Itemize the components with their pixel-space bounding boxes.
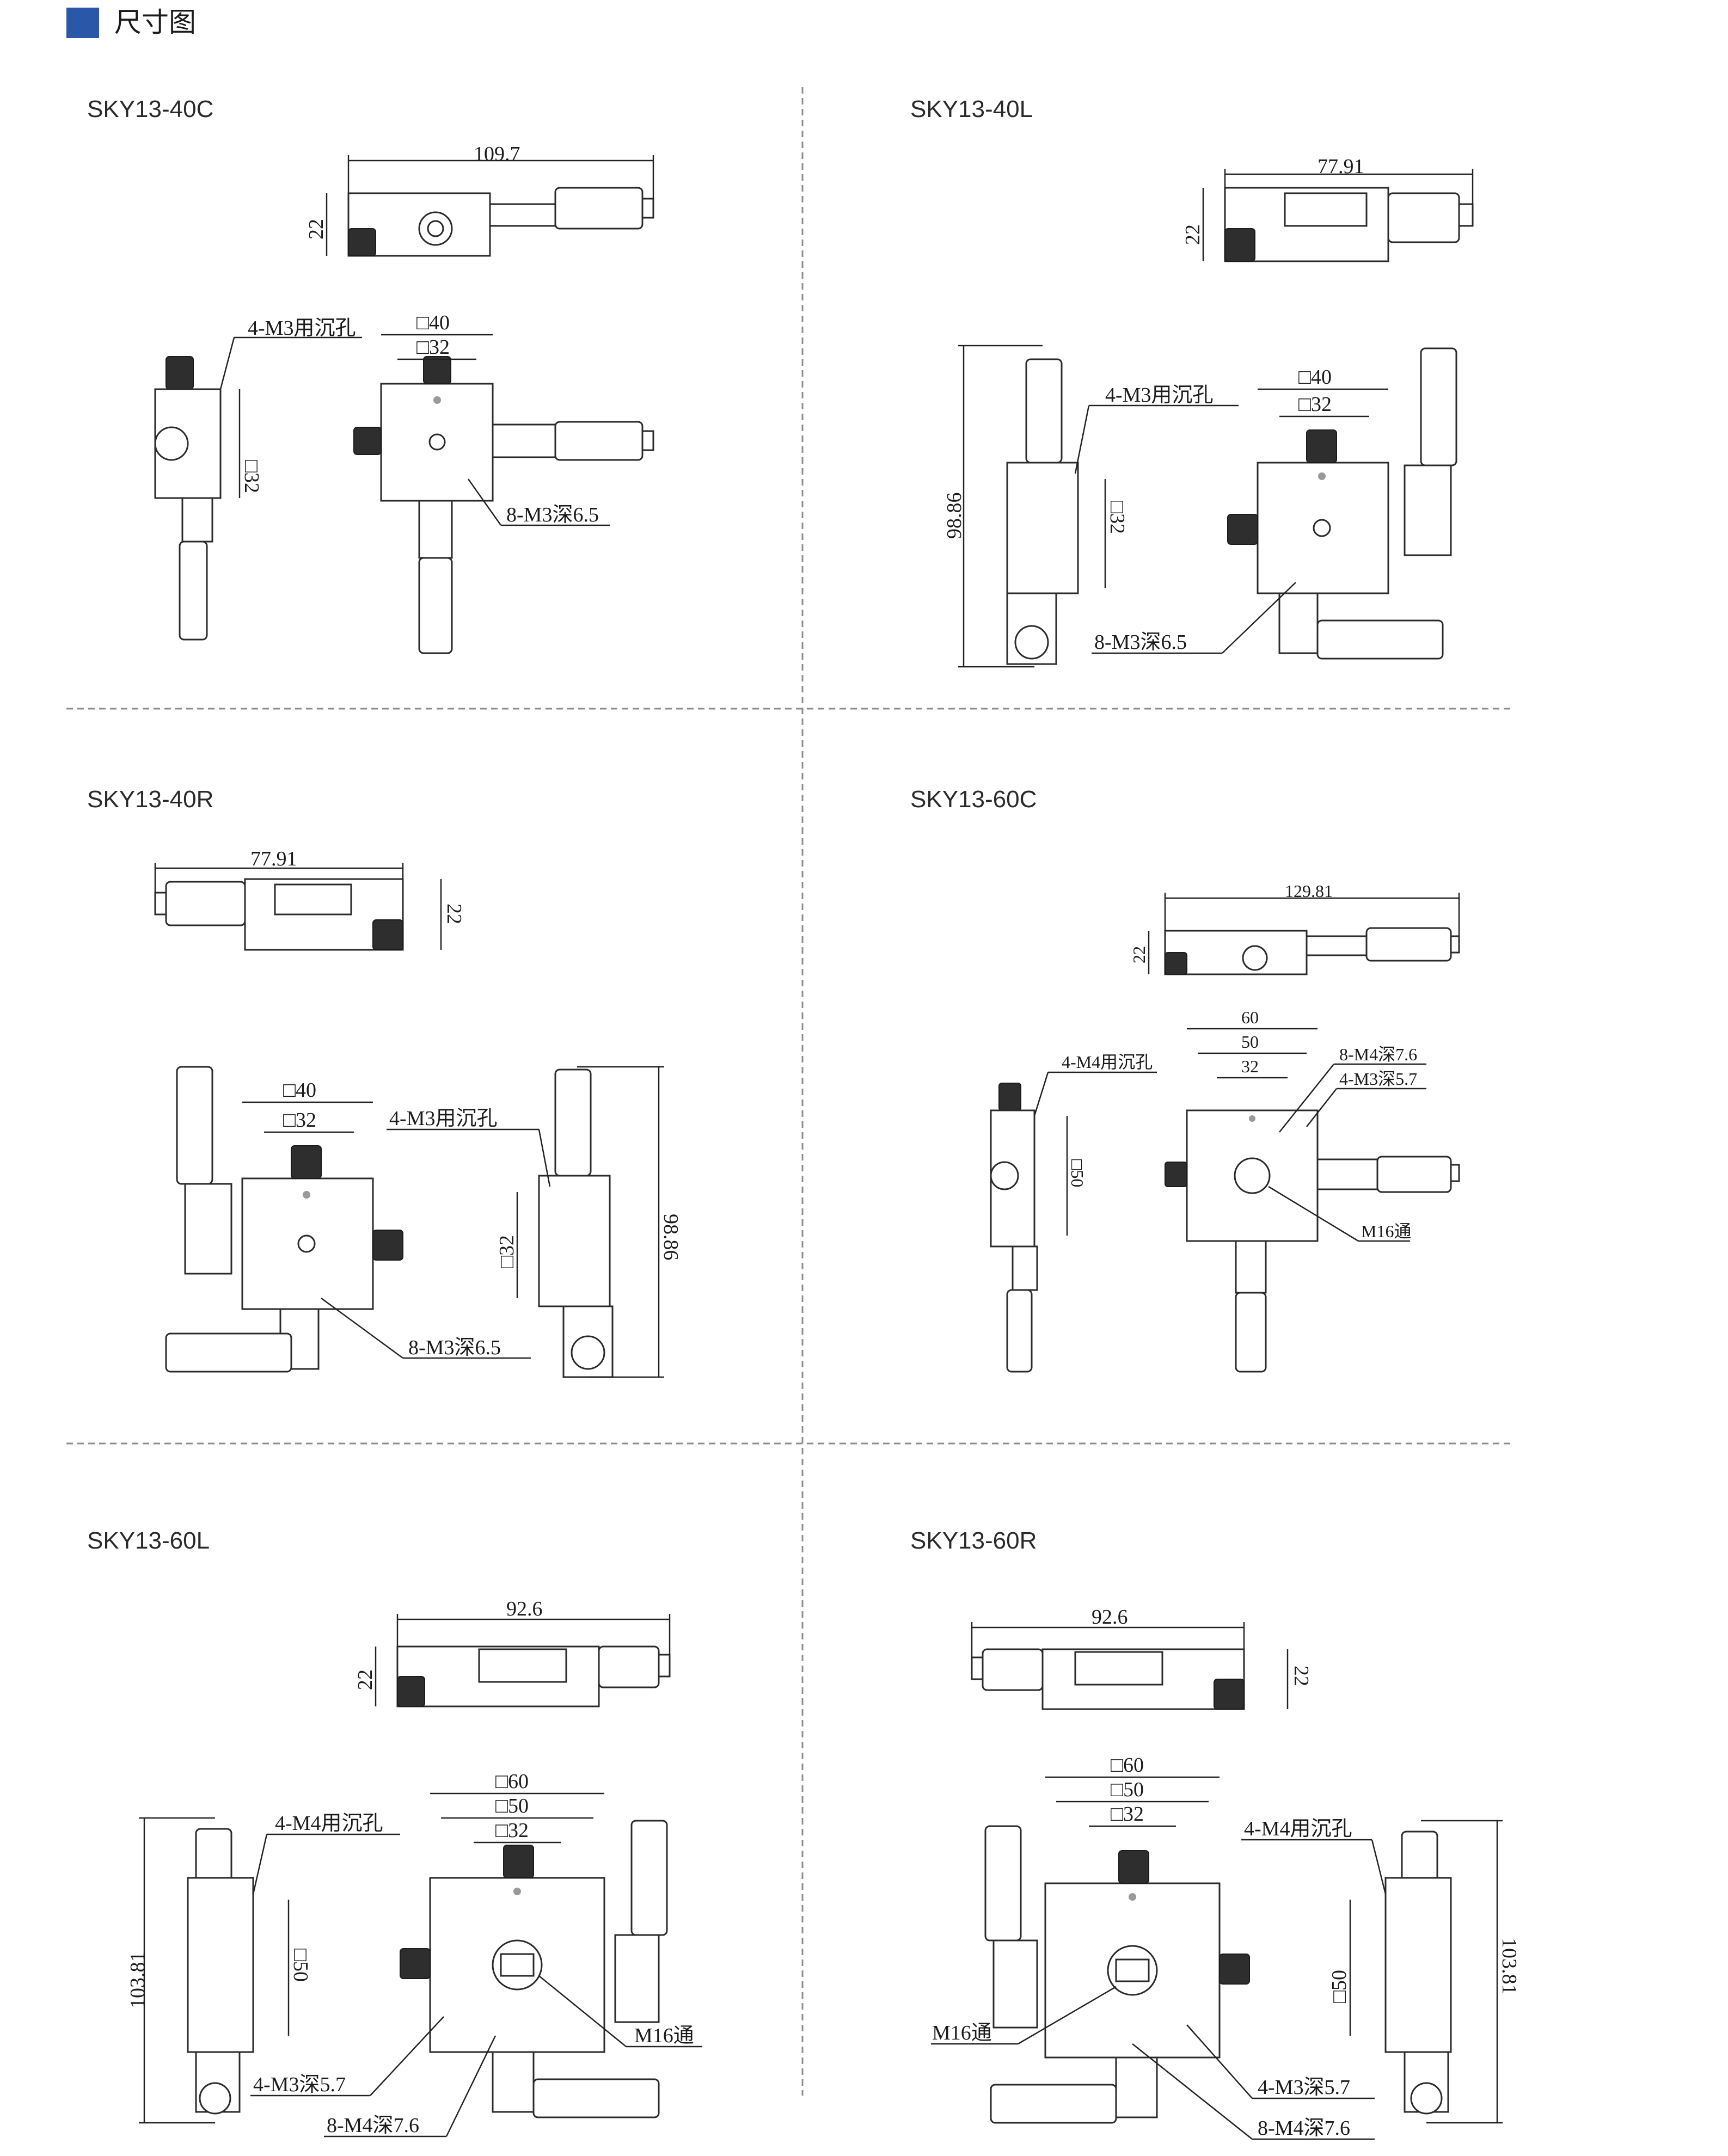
model-name: SKY13-40L <box>910 96 1033 122</box>
dim-inner: □32 <box>1298 393 1332 416</box>
panel-sky13-60r: SKY13-60R 92.6 22 □60 <box>910 1527 1521 2140</box>
dim-side: □50 <box>289 1949 312 1982</box>
side-view: □32 4-M3用沉孔 <box>154 317 362 641</box>
dim-top-width: 92.6 <box>506 1598 543 1620</box>
note-counterbore: 4-M4用沉孔 <box>1062 1052 1153 1072</box>
plan-view: □40 □32 8-M3深6.5 <box>1092 347 1457 660</box>
dim-top-width: 92.6 <box>1092 1606 1128 1629</box>
note-tap2: 4-M3深5.7 <box>1258 2076 1350 2099</box>
dim-top-width: 129.81 <box>1285 881 1333 901</box>
note-tap2: 4-M3深5.7 <box>1339 1069 1417 1089</box>
dim-overall: 103.81 <box>1498 1938 1521 1995</box>
dim-side: □32 <box>240 460 263 493</box>
panel-sky13-40c: SKY13-40C 109.7 22 □32 <box>87 96 654 654</box>
dim-overall: 98.86 <box>659 1214 682 1261</box>
note-tap: 8-M3深6.5 <box>1094 631 1187 654</box>
dim-side: □32 <box>495 1235 518 1268</box>
note-tap2: 4-M3深5.7 <box>253 2073 346 2096</box>
note-counterbore: 4-M4用沉孔 <box>275 1812 383 1835</box>
dim-top-height: 22 <box>443 904 465 924</box>
dim-inner: □32 <box>495 1819 529 1842</box>
dim-top-height: 22 <box>1129 946 1149 963</box>
dim-mid: 50 <box>1241 1032 1259 1052</box>
side-view: 103.81 □50 4-M4用沉孔 <box>126 1812 400 2124</box>
side-view: 98.86 □32 4-M3用沉孔 <box>943 345 1239 668</box>
model-name: SKY13-40C <box>87 96 213 122</box>
dim-side: □50 <box>1328 1970 1351 2003</box>
dim-overall: 103.81 <box>126 1952 149 2009</box>
dim-side: □32 <box>1106 501 1129 534</box>
top-view: 92.6 22 <box>354 1598 671 1707</box>
plan-view: □60 □50 □32 M16通 4-M3深5.7 8-M4深7.6 <box>250 1770 702 2137</box>
panel-sky13-60l: SKY13-60L 92.6 22 103.81 □50 <box>87 1527 702 2137</box>
dim-mid: □50 <box>495 1795 529 1817</box>
dim-top-width: 109.7 <box>474 143 520 165</box>
note-counterbore: 4-M4用沉孔 <box>1244 1817 1352 1840</box>
dim-inner: □32 <box>1111 1803 1144 1826</box>
note-tap: 8-M4深7.6 <box>1258 2117 1350 2140</box>
dim-top-height: 22 <box>305 219 328 239</box>
dim-inner: □32 <box>416 336 450 359</box>
dim-top-width: 77.91 <box>1318 155 1364 178</box>
note-thru: M16通 <box>634 2024 694 2047</box>
dim-top-height: 22 <box>1181 224 1204 245</box>
model-name: SKY13-40R <box>87 786 213 813</box>
side-view: □50 4-M4用沉孔 <box>990 1052 1157 1373</box>
dim-outer: □40 <box>416 311 450 334</box>
model-name: SKY13-60C <box>910 786 1037 813</box>
top-view: 77.91 22 <box>1181 155 1474 262</box>
dim-outer: □60 <box>1111 1754 1144 1777</box>
plan-view: □40 □32 8-M3深6.5 <box>165 1066 531 1373</box>
dim-top-width: 77.91 <box>250 847 297 870</box>
dim-top-height: 22 <box>354 1669 377 1690</box>
plan-view: □60 □50 □32 M16通 4-M3深5.7 8-M4深7.6 <box>931 1754 1375 2140</box>
dim-top-height: 22 <box>1290 1666 1313 1686</box>
side-view: 103.81 □50 4-M4用沉孔 <box>1241 1817 1521 2124</box>
note-tap: 8-M4深7.6 <box>1339 1045 1417 1064</box>
top-view: 129.81 22 <box>1129 881 1460 975</box>
plan-view: □40 □32 8-M3深6.5 <box>353 311 654 654</box>
plan-view: 60 50 32 8-M4深7.6 4-M3深5.7 M16通 <box>1165 1008 1460 1373</box>
note-tap: 8-M4深7.6 <box>327 2114 419 2137</box>
panel-sky13-60c: SKY13-60C 129.81 22 □50 4-M4用沉孔 <box>910 786 1460 1373</box>
dim-side: □50 <box>1068 1159 1087 1187</box>
note-counterbore: 4-M3用沉孔 <box>389 1107 497 1130</box>
panel-sky13-40r: SKY13-40R 77.91 22 □40 <box>87 786 682 1378</box>
side-view: 98.86 □32 4-M3用沉孔 <box>387 1066 682 1378</box>
dim-inner: 32 <box>1241 1056 1259 1076</box>
section-marker-icon <box>66 8 99 38</box>
dim-overall: 98.86 <box>943 493 966 539</box>
note-tap: 8-M3深6.5 <box>506 503 599 526</box>
note-thru: M16通 <box>932 2022 992 2044</box>
dim-outer: □60 <box>495 1770 529 1793</box>
top-view: 92.6 22 <box>971 1606 1313 1710</box>
dim-outer: □40 <box>1298 366 1332 389</box>
dim-inner: □32 <box>283 1109 316 1132</box>
note-tap: 8-M3深6.5 <box>408 1336 501 1359</box>
note-counterbore: 4-M3用沉孔 <box>248 317 356 340</box>
dim-mid: □50 <box>1111 1778 1144 1801</box>
top-view: 109.7 22 <box>305 143 654 257</box>
panel-sky13-40l: SKY13-40L 77.91 22 98.86 □32 <box>910 96 1474 668</box>
model-name: SKY13-60R <box>910 1527 1037 1554</box>
top-view: 77.91 22 <box>154 847 465 951</box>
dim-outer: □40 <box>283 1079 316 1102</box>
note-counterbore: 4-M3用沉孔 <box>1105 384 1213 407</box>
note-thru: M16通 <box>1361 1221 1411 1241</box>
page-title: 尺寸图 <box>114 7 196 38</box>
dim-outer: 60 <box>1241 1008 1259 1027</box>
model-name: SKY13-60L <box>87 1527 210 1554</box>
